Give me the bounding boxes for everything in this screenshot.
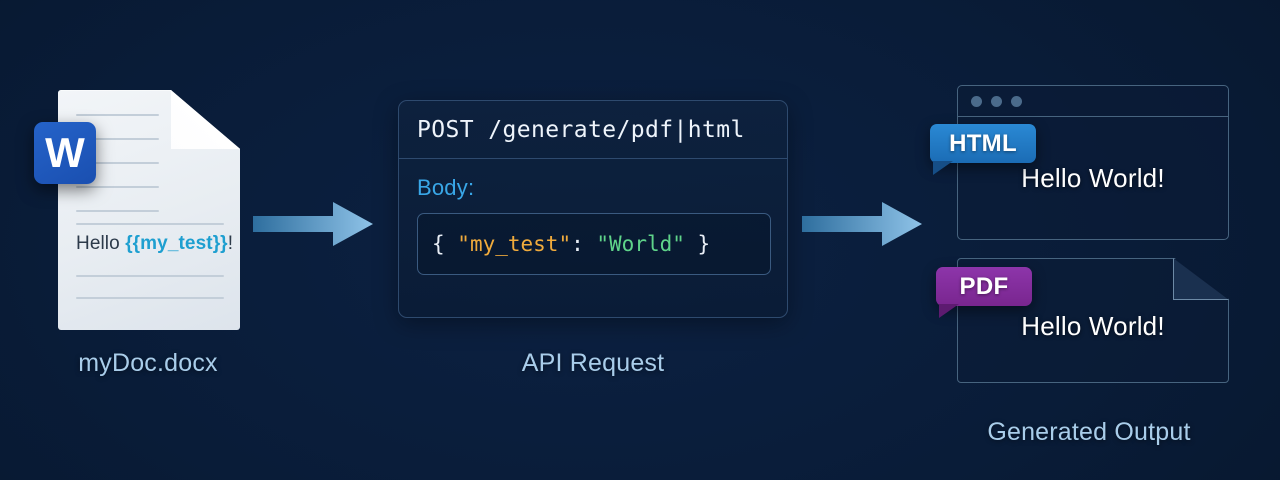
api-body-label: Body: (417, 175, 475, 200)
api-method-row: POST /generate/pdf|html (399, 101, 787, 159)
html-output-window: Hello World! (957, 85, 1229, 240)
doc-text-placeholder: {{my_test}} (125, 233, 228, 254)
document-text-lines (76, 90, 224, 330)
word-icon: W (34, 122, 96, 184)
doc-line (76, 138, 159, 140)
api-body-section: Body: { "my_test": "World" } (399, 159, 787, 275)
doc-line (76, 114, 159, 116)
html-badge-label: HTML (949, 129, 1017, 157)
doc-line (76, 186, 159, 188)
doc-line (76, 275, 224, 277)
api-request-panel: POST /generate/pdf|html Body: { "my_test… (398, 100, 788, 318)
pdf-rendered-text: Hello World! (1021, 311, 1165, 341)
json-value: "World" (596, 232, 685, 256)
html-output-content: Hello World! (958, 117, 1228, 239)
browser-title-bar (958, 86, 1228, 117)
source-document: Hello {{my_test}}! W (34, 90, 240, 330)
window-close-dot-icon[interactable] (971, 95, 982, 107)
doc-line (76, 223, 224, 225)
arrow-docx-to-api (253, 198, 375, 255)
doc-text-suffix: ! (227, 233, 234, 254)
json-key: "my_test" (457, 232, 572, 256)
json-close-brace: } (684, 232, 711, 256)
api-json-code: { "my_test": "World" } (432, 232, 710, 256)
html-badge-tail (933, 161, 953, 175)
json-open-brace: { (432, 232, 458, 256)
api-json-box: { "my_test": "World" } (417, 213, 771, 275)
pdf-badge: PDF (936, 267, 1032, 318)
output-caption: Generated Output (987, 418, 1191, 446)
api-method-line: POST /generate/pdf|html (417, 116, 745, 143)
doc-line (76, 297, 224, 299)
doc-line (76, 210, 159, 212)
window-maximize-dot-icon[interactable] (1011, 95, 1022, 107)
pdf-output-content: Hello World! (957, 258, 1229, 383)
doc-text-prefix: Hello (76, 233, 126, 254)
source-caption: myDoc.docx (78, 349, 218, 377)
json-colon: : (571, 232, 597, 256)
window-minimize-dot-icon[interactable] (991, 95, 1002, 107)
document-template-text: Hello {{my_test}}! (76, 233, 233, 255)
pdf-badge-tail (939, 304, 959, 318)
doc-line (76, 162, 159, 164)
html-badge: HTML (930, 124, 1036, 175)
arrow-api-to-output (802, 198, 924, 255)
html-rendered-text: Hello World! (1021, 162, 1165, 193)
pdf-badge-label: PDF (959, 272, 1009, 300)
api-caption: API Request (521, 349, 665, 377)
